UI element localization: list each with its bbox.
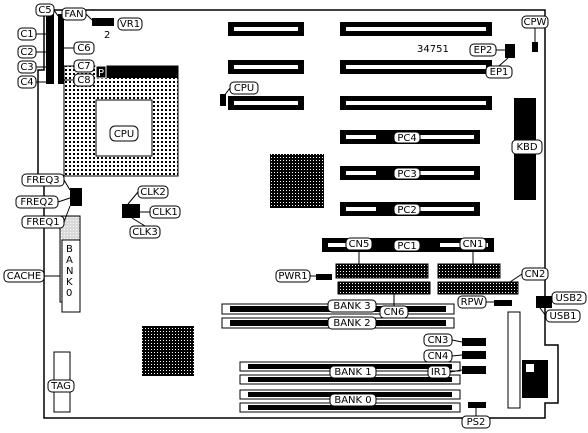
label-c5: C5 [38, 5, 51, 16]
label-bank2: BANK 2 [333, 318, 370, 329]
label-cpu-jumper: CPU [234, 83, 254, 94]
label-ir1: IR1 [431, 367, 447, 378]
label-bank1: BANK 1 [334, 367, 371, 378]
label-ep2: EP2 [474, 45, 493, 56]
label-freq2: FREQ2 [20, 197, 53, 208]
label-clk2: CLK2 [140, 187, 165, 198]
label-c6: C6 [77, 43, 90, 54]
chipset-1 [270, 154, 324, 208]
cn3-header [462, 338, 486, 346]
label-pwr1: PWR1 [278, 271, 307, 282]
label-bank3: BANK 3 [333, 301, 370, 312]
label-freq1: FREQ1 [26, 217, 59, 228]
label-pc4: PC4 [397, 133, 416, 144]
label-vr1: VR1 [120, 19, 140, 30]
ir1-header [462, 366, 486, 374]
label-ep1: EP1 [490, 67, 509, 78]
power-connector [507, 311, 548, 409]
label-cn3: CN3 [428, 335, 449, 346]
label-tag: TAG [50, 381, 71, 392]
cpu-jumper [220, 94, 226, 106]
label-c4: C4 [20, 77, 33, 88]
board-number: 34751 [417, 44, 449, 55]
label-clk3: CLK3 [132, 227, 157, 238]
label-cn2: CN2 [525, 269, 546, 280]
label-c1: C1 [20, 29, 33, 40]
label-bank0: BANK 0 [334, 395, 371, 406]
label-c8: C8 [77, 75, 90, 86]
label-kbd: KBD [516, 142, 537, 153]
isa-slots [228, 22, 492, 110]
label-cn1: CN1 [463, 239, 484, 250]
cache-chips [59, 215, 81, 313]
cn2-connector [437, 281, 519, 295]
cpu-socket-label: CPU [114, 129, 134, 140]
cn1-connector [437, 263, 501, 279]
freq-jumpers [70, 188, 82, 206]
label-fan: FAN [64, 9, 83, 20]
label-pc2: PC2 [397, 205, 416, 216]
pwr1-jumper [316, 274, 332, 280]
label-pc3: PC3 [397, 169, 416, 180]
label-freq3: FREQ3 [26, 175, 59, 186]
cpu-socket: P CPU [63, 65, 179, 177]
cn6-connector [337, 281, 431, 295]
clk-jumpers [122, 204, 140, 218]
label-usb2: USB2 [556, 293, 583, 304]
label-cache: CACHE [7, 271, 41, 282]
label-cpw: CPW [524, 17, 547, 28]
label-pc1: PC1 [397, 241, 416, 252]
socket-mark: P [98, 68, 104, 79]
usb-connector [536, 296, 552, 308]
chipset-2 [142, 326, 194, 376]
label-ps2: PS2 [467, 417, 486, 428]
capacitor-column [46, 14, 64, 84]
leader-lines [36, 9, 553, 416]
cpw-jumper [532, 42, 538, 52]
label-c3: C3 [20, 62, 33, 73]
label-clk1: CLK1 [152, 207, 177, 218]
label-cn6: CN6 [384, 307, 405, 318]
ps2-header [468, 402, 486, 408]
label-rpw: RPW [461, 297, 484, 308]
label-usb1: USB1 [550, 311, 577, 322]
label-cn5: CN5 [349, 239, 370, 250]
label-c7: C7 [77, 61, 90, 72]
vr1-header [92, 18, 114, 26]
rpw-jumper [494, 300, 512, 306]
label-cn4: CN4 [428, 351, 449, 362]
label-vr1-pin: 2 [104, 30, 110, 41]
cn4-header [462, 351, 486, 359]
label-c2: C2 [20, 47, 33, 58]
cn5-connector [335, 263, 429, 279]
ep-jumper [505, 44, 515, 58]
